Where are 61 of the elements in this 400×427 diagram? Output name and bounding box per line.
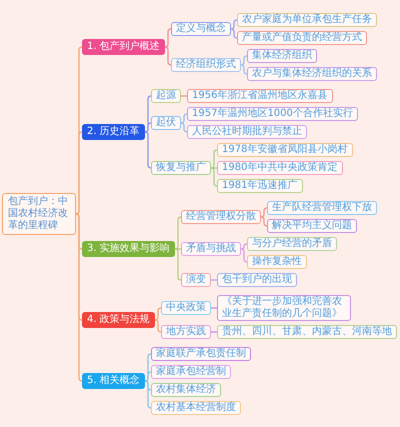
- branch-line: [210, 167, 218, 187]
- subtopic-box: 农村集体经济: [151, 383, 221, 397]
- detail-topic-box: 农户家庭为单位承包生产任务: [237, 13, 377, 27]
- main-branch-box: 5. 相关概念: [82, 373, 145, 389]
- branch-line: [260, 207, 268, 218]
- branch-line: [230, 28, 238, 39]
- branch-line: [260, 216, 268, 227]
- detail-topic-box: 1956年浙江省温州地区永嘉县: [187, 89, 333, 103]
- branch-line: [154, 319, 162, 333]
- detail-topic-box: 1980年中共中央政策肯定: [217, 161, 343, 175]
- branch-line: [164, 46, 172, 66]
- branch-line: [240, 243, 248, 250]
- subtopic-box: 定义与概念: [171, 22, 231, 36]
- detail-topic-box: 操作复杂性: [247, 255, 307, 269]
- subtopic-box: 中央政策: [161, 301, 211, 315]
- central-topic-box: 包产到户：中国农村经济改革的里程碑: [2, 193, 76, 235]
- subtopic-box: 起伏: [151, 116, 181, 130]
- subtopic-box: 经营管理权分散: [181, 210, 261, 224]
- detail-topic-box: 生产队经营管理权下放: [267, 201, 377, 215]
- detail-topic-box: 1957年温州地区1000个合作社实行: [187, 107, 358, 121]
- detail-topic-box: 农户与集体经济组织的关系: [247, 67, 377, 81]
- branch-line: [164, 28, 172, 48]
- detail-topic-box: 贵州、四川、甘肃、内蒙古、河南等地: [217, 325, 397, 339]
- detail-topic-box: 与分户经营的矛盾: [247, 237, 337, 251]
- branch-line: [240, 248, 248, 263]
- main-branch-box: 4. 政策与法规: [82, 312, 155, 328]
- branch-line: [75, 213, 83, 250]
- branch-line: [240, 64, 248, 75]
- detail-topic-box: 1981年迅速推广: [217, 179, 303, 193]
- detail-topic-box: 产量或产值负责的经营方式: [237, 31, 367, 45]
- branch-line: [174, 248, 182, 281]
- branch-line: [210, 149, 218, 169]
- main-branch-box: 1. 包产到户概述: [82, 39, 165, 55]
- detail-topic-box: 解决平均主义问题: [267, 219, 357, 233]
- detail-topic-box: 集体经济组织: [247, 49, 317, 63]
- subtopic-box: 家庭联产承包责任制: [151, 347, 251, 361]
- subtopic-box: 矛盾与挑战: [181, 242, 241, 256]
- branch-line: [240, 55, 248, 66]
- branch-line: [144, 131, 152, 169]
- subtopic-box: 起源: [151, 89, 181, 103]
- branch-line: [144, 122, 152, 133]
- main-branch-box: 2. 历史沿革: [82, 124, 145, 140]
- detail-topic-box: 人民公社时期批判与禁止: [187, 125, 307, 139]
- branch-line: [180, 122, 188, 133]
- branch-line: [174, 216, 182, 250]
- branch-line: [154, 307, 162, 321]
- subtopic-box: 经济组织形式: [171, 58, 241, 72]
- subtopic-box: 演变: [181, 273, 211, 287]
- detail-topic-box: 1978年安徽省凤阳县小岗村: [217, 143, 353, 157]
- detail-topic-box: 包干到户的出现: [217, 273, 297, 287]
- branch-line: [144, 371, 152, 382]
- subtopic-box: 农村基本经营制度: [151, 401, 241, 415]
- branch-line: [230, 19, 238, 30]
- detail-topic-box: 《关于进一步加强和完善农业生产责任制的几个问题》: [217, 295, 351, 321]
- subtopic-box: 家庭承包经营制: [151, 365, 231, 379]
- branch-line: [144, 380, 152, 391]
- subtopic-box: 地方实践: [161, 325, 211, 339]
- main-branch-box: 3. 实施效果与影响: [82, 241, 175, 257]
- branch-line: [180, 113, 188, 124]
- branch-line: [75, 131, 83, 215]
- subtopic-box: 恢复与推广: [151, 161, 211, 175]
